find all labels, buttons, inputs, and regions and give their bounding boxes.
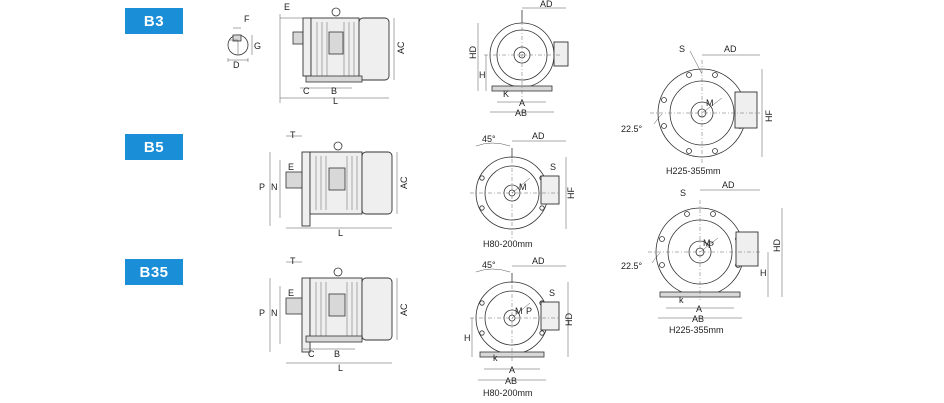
label-m-mid: M — [703, 238, 711, 248]
label-k-mid: k — [679, 295, 684, 305]
label-ad-b5: AD — [532, 131, 545, 141]
label-s-mid: S — [680, 188, 686, 198]
label-c-b3: C — [303, 86, 310, 96]
label-hf-b5: HF — [566, 187, 576, 199]
label-hd-mid: HD — [772, 239, 782, 252]
flange-foot-view-large: M P S AD 22.5° HD H k A AB H225-355mm — [621, 180, 783, 335]
label-ad-top: AD — [724, 44, 737, 54]
label-p-b35-end: P — [526, 306, 532, 316]
label-l-b3: L — [333, 96, 338, 106]
flange-view-large-top: M S AD HF 22.5° H225-355mm — [621, 44, 774, 176]
label-h-b35: H — [464, 333, 471, 343]
label-angle-top: 22.5° — [621, 124, 643, 134]
label-m-b35: M — [515, 306, 523, 316]
label-ab-b3: AB — [515, 108, 527, 118]
caption-large-top: H225-355mm — [666, 166, 721, 176]
label-p-b5: P — [259, 182, 265, 192]
badge-b35: B35 — [125, 259, 183, 285]
label-e-b5: E — [288, 162, 294, 172]
badge-b3: B3 — [125, 8, 183, 34]
label-s-top: S — [679, 44, 685, 54]
flange-foot-view-b35: M P S AD 45° HD H k A AB H80-200mm — [464, 256, 574, 398]
label-hd-b3: HD — [468, 46, 478, 59]
label-p-mid: P — [708, 240, 714, 250]
label-ad-mid: AD — [722, 180, 735, 190]
badge-b5: B5 — [125, 134, 183, 160]
label-k-b35: k — [493, 353, 498, 363]
label-angle-b5: 45° — [482, 134, 496, 144]
label-b-b35: B — [334, 349, 340, 359]
label-l-b5: L — [338, 228, 343, 238]
label-n-b5: N — [271, 182, 278, 192]
label-t-b35: T — [290, 256, 296, 266]
label-ad-b35: AD — [532, 256, 545, 266]
label-hf-top: HF — [764, 110, 774, 122]
label-m-top: M — [706, 98, 714, 108]
end-view-b3: AD HD H K A AB — [468, 0, 569, 118]
label-d: D — [233, 60, 240, 70]
label-p-b35: P — [259, 308, 265, 318]
side-view-b3: E C B L AC — [279, 2, 406, 106]
label-k-b3: K — [503, 89, 509, 99]
label-n-b35: N — [271, 308, 278, 318]
label-m-b5: M — [519, 182, 527, 192]
side-view-b35: T P N E C B L AC — [259, 256, 409, 373]
label-h-b3: H — [479, 70, 486, 80]
label-a-b35: A — [509, 365, 515, 375]
caption-small-b35: H80-200mm — [483, 388, 533, 398]
label-a-mid: A — [696, 304, 702, 314]
label-ac-b5: AC — [399, 176, 409, 189]
label-ab-b35: AB — [505, 376, 517, 386]
label-f: F — [244, 14, 250, 24]
label-ad-b3: AD — [540, 0, 553, 9]
label-e-b3: E — [284, 2, 290, 12]
label-s-b35: S — [549, 288, 555, 298]
caption-large-mid: H225-355mm — [669, 325, 724, 335]
label-h-mid: H — [760, 268, 767, 278]
label-a-b3: A — [519, 98, 525, 108]
label-ab-mid: AB — [692, 314, 704, 324]
flange-view-b5: M S AD 45° HF H80-200mm — [470, 131, 576, 249]
label-l-b35: L — [338, 363, 343, 373]
caption-small-b5: H80-200mm — [483, 239, 533, 249]
label-t-b5: T — [290, 130, 296, 140]
label-angle-mid: 22.5° — [621, 261, 643, 271]
label-g: G — [254, 41, 261, 51]
label-c-b35: C — [308, 349, 315, 359]
label-b-b3: B — [331, 86, 337, 96]
label-hd-b35: HD — [564, 313, 574, 326]
label-e-b35: E — [288, 288, 294, 298]
label-s-b5: S — [550, 162, 556, 172]
label-ac-b3: AC — [396, 41, 406, 54]
shaft-section-b3: F G D — [227, 14, 261, 70]
side-view-b5: T P N E L AC — [259, 130, 409, 238]
label-angle-b35: 45° — [482, 260, 496, 270]
label-ac-b35: AC — [399, 303, 409, 316]
